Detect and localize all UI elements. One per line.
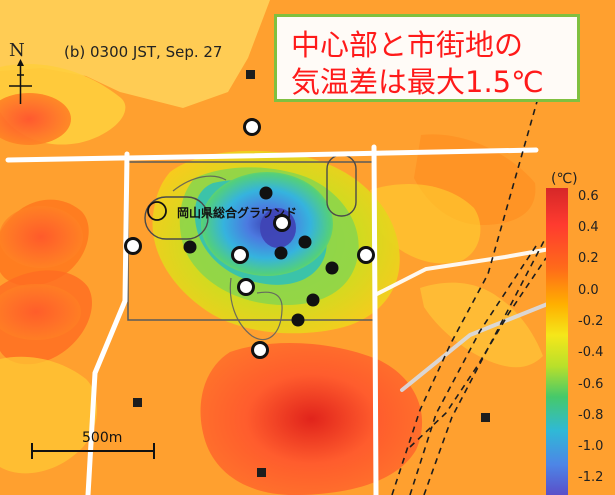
- filled-circle-marker-5: [306, 293, 320, 307]
- north-cross-icon: [9, 62, 32, 104]
- scale-label: 500m: [82, 430, 123, 446]
- open-circle-marker-1: [243, 118, 261, 136]
- filled-circle-marker-3: [274, 246, 288, 260]
- north-arrow-icon: [17, 59, 24, 66]
- square-marker-1: [246, 70, 255, 79]
- square-marker-2: [133, 398, 142, 407]
- open-circle-marker-7: [251, 341, 269, 359]
- inner-path: [229, 277, 283, 341]
- legend-color-bar: [546, 188, 568, 495]
- legend-tick-neg-0-6: -0.6: [578, 377, 604, 392]
- rail-line-3: [409, 257, 547, 448]
- legend-tick-neg-0-4: -0.4: [578, 345, 604, 360]
- place-label: 岡山県総合グラウンド: [177, 206, 298, 220]
- south-hot-zone: [200, 342, 423, 495]
- legend-tick-0-0: 0.0: [578, 283, 599, 298]
- rail-line-1: [409, 245, 537, 495]
- west-hot-spot: [0, 206, 83, 268]
- legend-tick-neg-0-8: -0.8: [578, 408, 604, 423]
- filled-circle-marker-1: [259, 186, 273, 200]
- open-circle-markers: [124, 118, 375, 359]
- place-label-symbol: [147, 201, 167, 221]
- southwest-yellow-band: [0, 356, 98, 474]
- open-circle-marker-6: [357, 246, 375, 264]
- rail-line-4: [391, 97, 539, 495]
- main-road-east-west: [5, 147, 539, 163]
- road-east-vertical: [371, 144, 379, 495]
- east-yellow-band: [420, 282, 543, 368]
- map-title: (b) 0300 JST, Sep. 27: [64, 43, 223, 61]
- northwest-hot-spot: [0, 93, 71, 145]
- legend-tick-0-4: 0.4: [578, 220, 599, 235]
- southwest-hot-spot: [0, 284, 81, 340]
- legend-tick-neg-0-2: -0.2: [578, 314, 604, 329]
- open-circle-marker-3: [231, 246, 249, 264]
- north-label: N: [9, 40, 25, 61]
- park-boundary-segment: [172, 175, 227, 192]
- callout-line-1: 中心部と市街地の: [291, 28, 524, 62]
- legend-tick-0-6: 0.6: [578, 189, 599, 204]
- legend-unit: (℃): [551, 171, 578, 187]
- filled-circle-marker-4: [325, 261, 339, 275]
- legend-tick-0-2: 0.2: [578, 251, 599, 266]
- scale-bar-ends: [31, 443, 155, 459]
- north-warm-band: [0, 0, 270, 108]
- open-circle-marker-5: [237, 278, 255, 296]
- open-circle-marker-4: [273, 214, 291, 232]
- callout-line-2: 気温差は最大1.5℃: [291, 65, 544, 100]
- filled-circle-marker-6: [291, 313, 305, 327]
- filled-circle-marker-7: [298, 235, 312, 249]
- filled-circle-marker-2: [183, 240, 197, 254]
- oval-track-left: [144, 196, 209, 240]
- road-west-vertical: [85, 151, 130, 495]
- open-circle-marker-2: [124, 237, 142, 255]
- road-east-branch: [373, 245, 563, 297]
- legend-tick-neg-1-0: -1.0: [578, 439, 604, 454]
- callout-box: 中心部と市街地の 気温差は最大1.5℃: [274, 14, 580, 102]
- square-marker-3: [257, 468, 266, 477]
- square-marker-4: [481, 413, 490, 422]
- legend-tick-neg-1-2: -1.2: [578, 470, 604, 485]
- filled-circle-markers: [183, 186, 339, 327]
